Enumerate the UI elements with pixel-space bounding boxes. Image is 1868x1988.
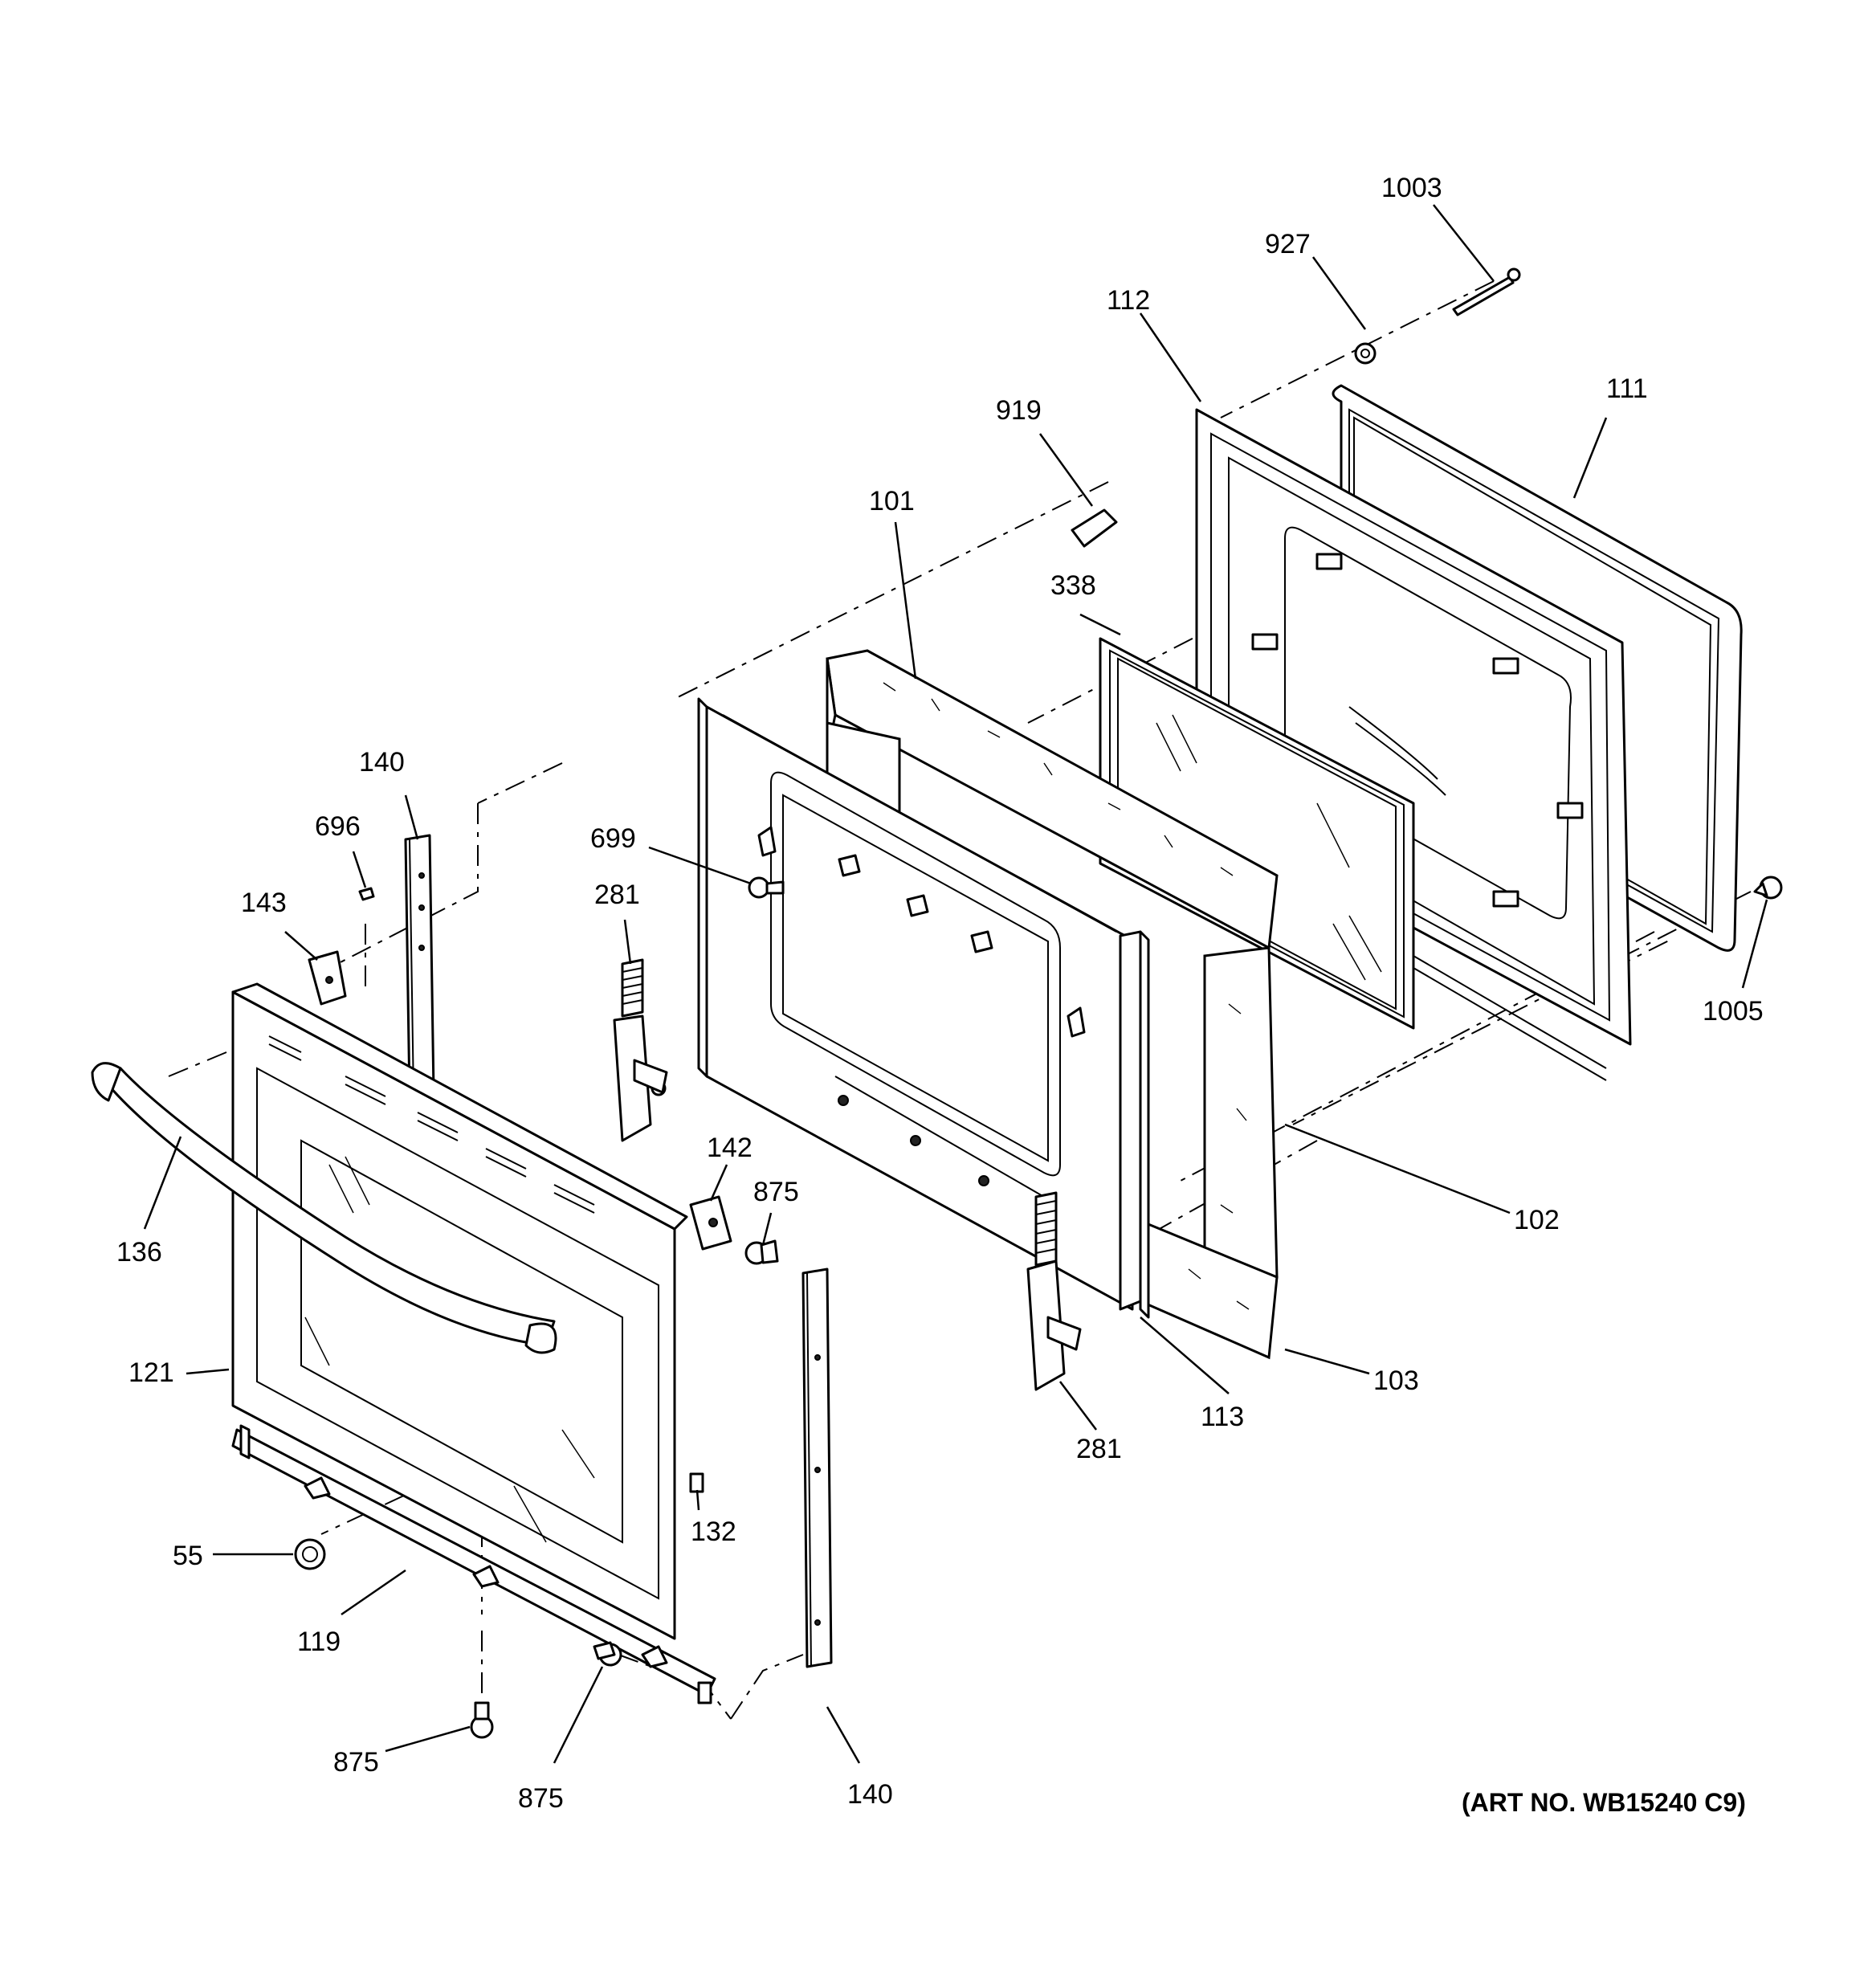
callout-140-top: 140 — [359, 747, 405, 778]
door-handle-136 — [91, 1062, 557, 1354]
callout-132: 132 — [691, 1517, 736, 1547]
inner-door-panel-102 — [697, 697, 1150, 1319]
callout-101: 101 — [869, 486, 915, 516]
callout-281-bottom: 281 — [1076, 1434, 1122, 1464]
clip-132 — [689, 1472, 704, 1493]
callout-1003: 1003 — [1381, 173, 1442, 203]
callout-labels: 1003 927 112 111 919 101 338 140 696 699… — [116, 173, 1764, 1814]
screw-1005 — [1753, 876, 1783, 900]
screw-1003 — [1452, 267, 1521, 316]
callout-112: 112 — [1107, 285, 1150, 316]
callout-102: 102 — [1514, 1205, 1560, 1235]
callout-136: 136 — [116, 1237, 162, 1268]
callout-119: 119 — [297, 1627, 341, 1657]
screw-875-bottom-left — [470, 1701, 494, 1739]
bracket-142 — [689, 1195, 732, 1251]
side-trim-140-top — [404, 834, 435, 1098]
callout-55: 55 — [173, 1541, 203, 1571]
spacer-919 — [1071, 508, 1118, 548]
callout-140-bottom: 140 — [847, 1779, 893, 1810]
screw-699 — [748, 876, 785, 899]
washer-927 — [1354, 342, 1377, 365]
callout-875-bottom: 875 — [518, 1783, 564, 1814]
bottom-trim-119 — [231, 1424, 716, 1704]
screw-875-mid — [744, 1239, 779, 1265]
callout-875-mid: 875 — [753, 1177, 799, 1207]
bracket-143 — [308, 950, 347, 1006]
door-hinge-281-right — [1026, 1191, 1082, 1391]
callout-338: 338 — [1050, 570, 1096, 601]
callout-103: 103 — [1373, 1365, 1419, 1396]
leader-lines — [143, 204, 1768, 1764]
art-number: (ART NO. WB15240 C9) — [1462, 1788, 1746, 1817]
side-trim-140-bottom — [801, 1268, 833, 1668]
callout-113: 113 — [1201, 1402, 1244, 1432]
callout-919: 919 — [996, 395, 1042, 426]
callout-699: 699 — [590, 823, 636, 854]
callout-142: 142 — [707, 1133, 753, 1163]
callout-121: 121 — [128, 1357, 174, 1388]
screw-696 — [358, 887, 375, 901]
door-hinge-281-left — [613, 958, 668, 1142]
callout-143: 143 — [241, 888, 287, 918]
callout-875-bottom-left: 875 — [333, 1747, 379, 1778]
callout-281-left: 281 — [594, 880, 640, 910]
callout-1005: 1005 — [1703, 996, 1764, 1027]
callout-111: 111 — [1606, 374, 1648, 404]
callout-696: 696 — [315, 811, 361, 842]
callout-927: 927 — [1265, 229, 1311, 259]
nut-55 — [294, 1538, 326, 1570]
screw-875-bottom — [593, 1641, 622, 1667]
